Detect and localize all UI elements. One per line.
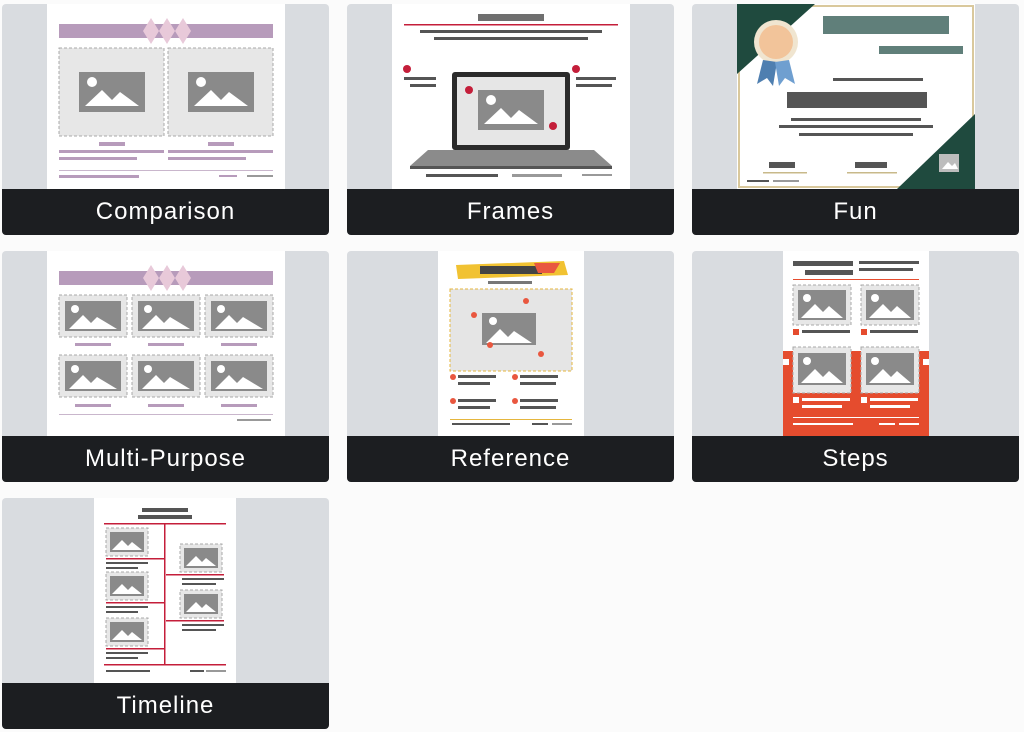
template-label: Steps (692, 436, 1019, 482)
template-card-timeline[interactable]: Timeline (2, 498, 329, 729)
template-card-reference[interactable]: Reference (347, 251, 674, 482)
template-label: Timeline (2, 683, 329, 729)
template-thumbnail (2, 498, 329, 683)
template-card-comparison[interactable]: Comparison (2, 4, 329, 235)
template-thumbnail (2, 251, 329, 436)
template-thumbnail (2, 4, 329, 189)
template-thumbnail (692, 251, 1019, 436)
template-label: Multi-Purpose (2, 436, 329, 482)
template-card-fun[interactable]: Fun (692, 4, 1019, 235)
template-thumbnail (347, 4, 674, 189)
template-card-steps[interactable]: Steps (692, 251, 1019, 482)
template-label: Fun (692, 189, 1019, 235)
template-thumbnail (692, 4, 1019, 189)
template-label: Reference (347, 436, 674, 482)
template-card-multi-purpose[interactable]: Multi-Purpose (2, 251, 329, 482)
template-label: Comparison (2, 189, 329, 235)
template-thumbnail (347, 251, 674, 436)
template-card-frames[interactable]: Frames (347, 4, 674, 235)
template-label: Frames (347, 189, 674, 235)
